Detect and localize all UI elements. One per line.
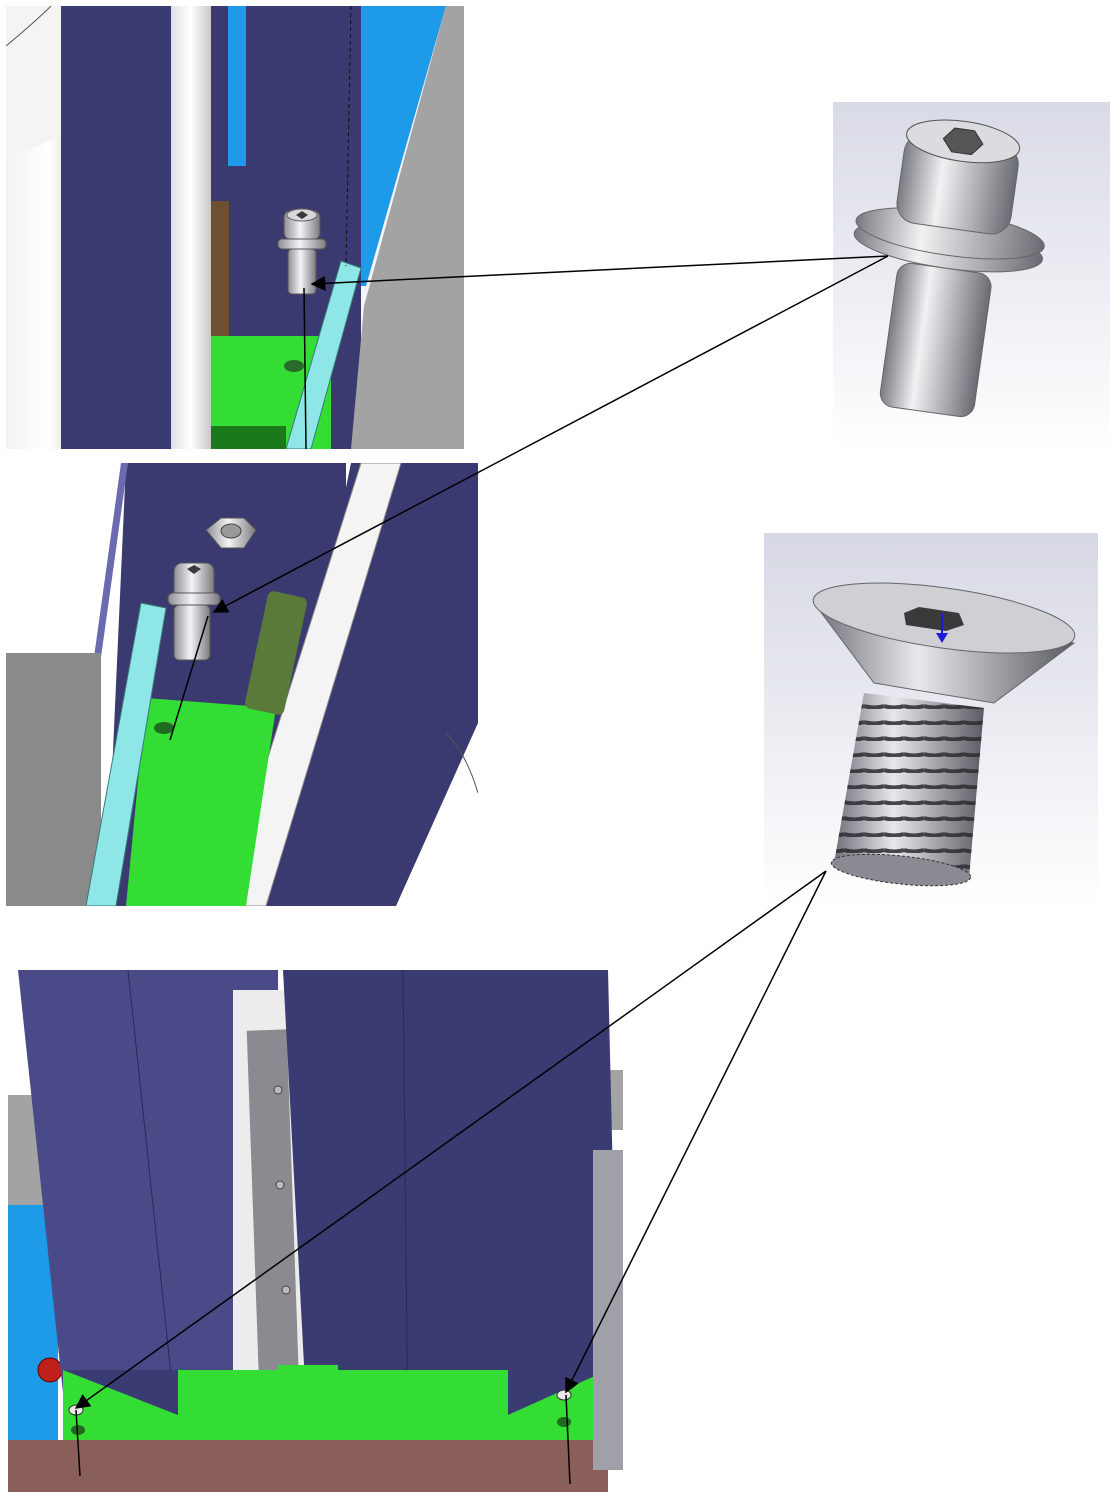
gray-block xyxy=(6,653,101,906)
base-plate xyxy=(8,1440,608,1492)
part-render-cap-screw xyxy=(833,102,1110,450)
white-cylinder xyxy=(6,126,76,449)
blue-strip xyxy=(228,6,246,166)
green-bracket xyxy=(126,698,276,906)
green-bracket-edge xyxy=(211,426,286,449)
assembly-view-top xyxy=(6,6,464,449)
blue-frame-right xyxy=(361,6,446,286)
bracket-hole xyxy=(154,722,174,734)
cyan-rail xyxy=(85,602,167,906)
center-green xyxy=(278,1365,338,1445)
gray-side-strip xyxy=(593,1150,623,1470)
curve-line xyxy=(6,6,52,47)
cap-screw-model xyxy=(853,119,1045,418)
red-indicator xyxy=(37,1357,63,1383)
assembly-view-bottom xyxy=(8,970,628,1492)
olive-spacer xyxy=(245,591,307,715)
purple-edge xyxy=(89,463,128,693)
white-rod xyxy=(171,6,211,449)
assembly-view-middle xyxy=(6,463,478,906)
part-render-countersunk-screw xyxy=(764,533,1098,906)
brown-spacer xyxy=(211,201,229,341)
screw-left xyxy=(68,1404,84,1416)
screw-right xyxy=(556,1389,572,1401)
bracket-hole xyxy=(284,360,304,372)
navy-panel-left xyxy=(61,6,171,449)
